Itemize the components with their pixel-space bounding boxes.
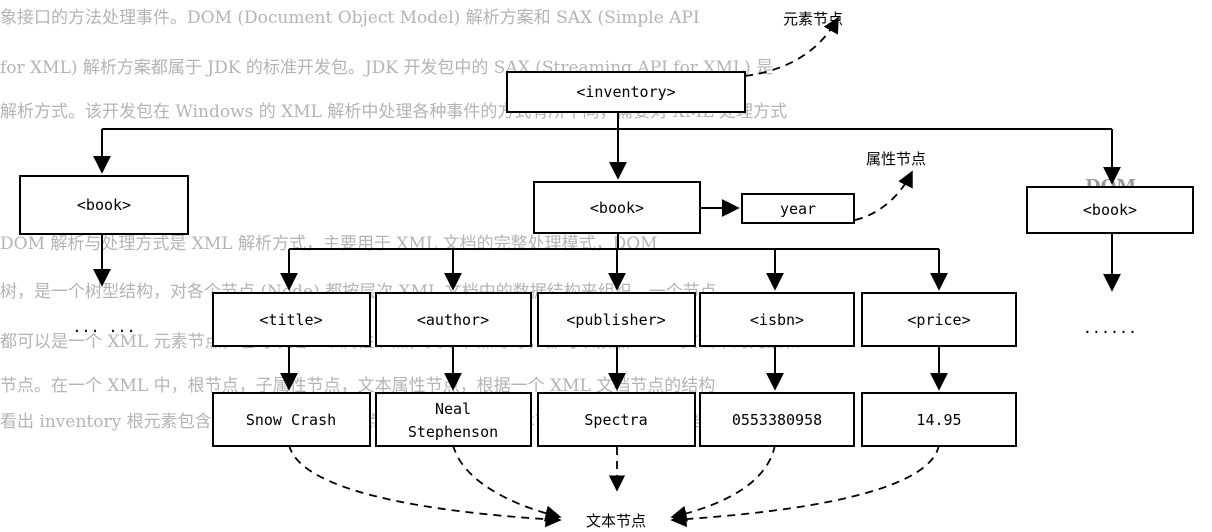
child-label: <price> (907, 311, 970, 329)
value-label: 14.95 (916, 411, 961, 429)
book-node-right (1026, 186, 1194, 234)
attribute-label: year (780, 200, 816, 218)
child-node-publisher (537, 292, 696, 347)
value-label: Stephenson (408, 423, 498, 441)
dashed-arrow (744, 16, 839, 77)
book-label: <book> (1083, 201, 1137, 219)
book-node-middle (533, 181, 701, 234)
element-node-caption: 元素节点 (783, 10, 843, 28)
child-label: <isbn> (750, 311, 804, 329)
text-node-price-value (861, 392, 1017, 447)
attribute-node-year (741, 193, 855, 224)
value-label: Spectra (584, 411, 647, 429)
attribute-node-caption: 属性节点 (866, 150, 926, 168)
value-label: Neal (435, 400, 471, 418)
book-label: <book> (77, 196, 131, 214)
value-label: 0553380958 (732, 411, 822, 429)
dashed-arrow (670, 444, 940, 528)
child-label: <title> (259, 311, 322, 329)
ellipsis-right: ...... (1083, 319, 1137, 337)
value-label: Snow Crash (246, 411, 336, 429)
child-node-title (212, 292, 371, 347)
book-node-left (19, 175, 189, 235)
child-node-author (375, 292, 532, 347)
root-element-node (506, 71, 746, 113)
child-node-price (861, 292, 1017, 347)
ellipsis-left: ... ... (72, 318, 135, 336)
child-label: <publisher> (566, 311, 665, 329)
dashed-arrow (452, 444, 562, 522)
child-label: <author> (417, 311, 489, 329)
text-node-publisher-value (537, 392, 696, 447)
text-node-author-value (375, 392, 532, 447)
root-element-label: <inventory> (576, 83, 675, 101)
text-node-isbn-value (699, 392, 855, 447)
dashed-arrow (670, 444, 776, 522)
child-node-isbn (699, 292, 855, 347)
dashed-arrow (854, 170, 913, 221)
dashed-arrow (288, 444, 562, 528)
text-node-title-value (212, 392, 371, 447)
text-node-caption: 文本节点 (586, 512, 646, 530)
book-label: <book> (590, 199, 644, 217)
